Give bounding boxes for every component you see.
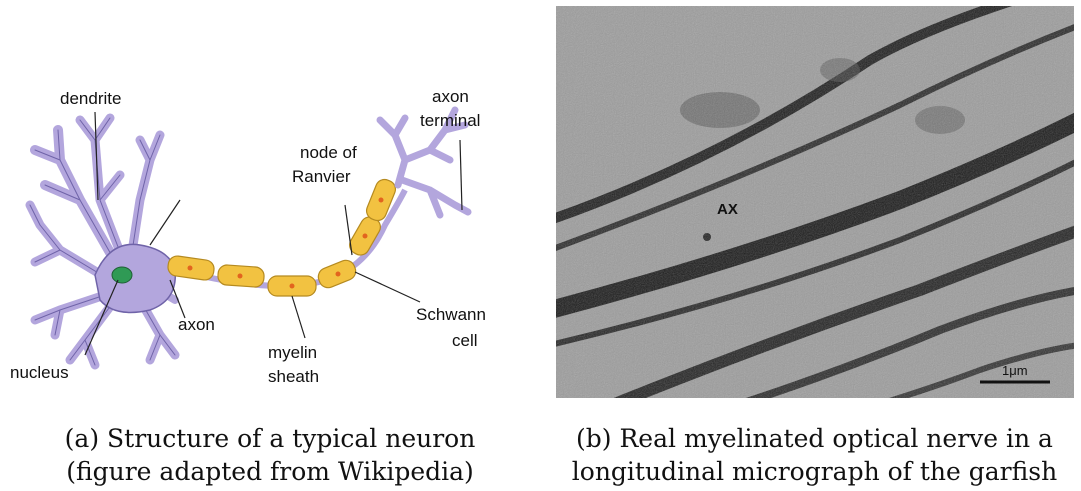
label-myelin-line1: myelin (268, 343, 317, 362)
caption-b: (b) Real myelinated optical nerve in a l… (548, 422, 1081, 488)
micrograph-panel: AX 1μm (540, 0, 1081, 491)
caption-b-line1: (b) Real myelinated optical nerve in a (548, 422, 1081, 455)
label-axon-terminal-line1: axon (432, 87, 469, 106)
label-dendrite: dendrite (60, 89, 121, 108)
nucleus-shape (112, 267, 132, 283)
dendrites (30, 118, 175, 365)
label-axon-terminal-line2: terminal (420, 111, 480, 130)
scale-bar-label: 1μm (1002, 363, 1028, 378)
label-node-line2: Ranvier (292, 167, 351, 186)
label-myelin-line2: sheath (268, 367, 319, 386)
label-schwann-line1: Schwann (416, 305, 486, 324)
caption-a-line2: (figure adapted from Wikipedia) (0, 455, 540, 488)
label-axon: axon (178, 315, 215, 334)
neuron-diagram: dendrite axon terminal node of Ranvier a… (0, 0, 540, 420)
label-schwann-line2: cell (452, 331, 478, 350)
micrograph-image: AX 1μm (540, 0, 1081, 410)
caption-a: (a) Structure of a typical neuron (figur… (0, 422, 540, 488)
caption-b-line2: longitudinal micrograph of the garfish (548, 455, 1081, 488)
label-nucleus: nucleus (10, 363, 69, 382)
label-ax: AX (717, 201, 738, 218)
label-node-line1: node of (300, 143, 357, 162)
neuron-diagram-panel: dendrite axon terminal node of Ranvier a… (0, 0, 540, 491)
caption-a-line1: (a) Structure of a typical neuron (0, 422, 540, 455)
